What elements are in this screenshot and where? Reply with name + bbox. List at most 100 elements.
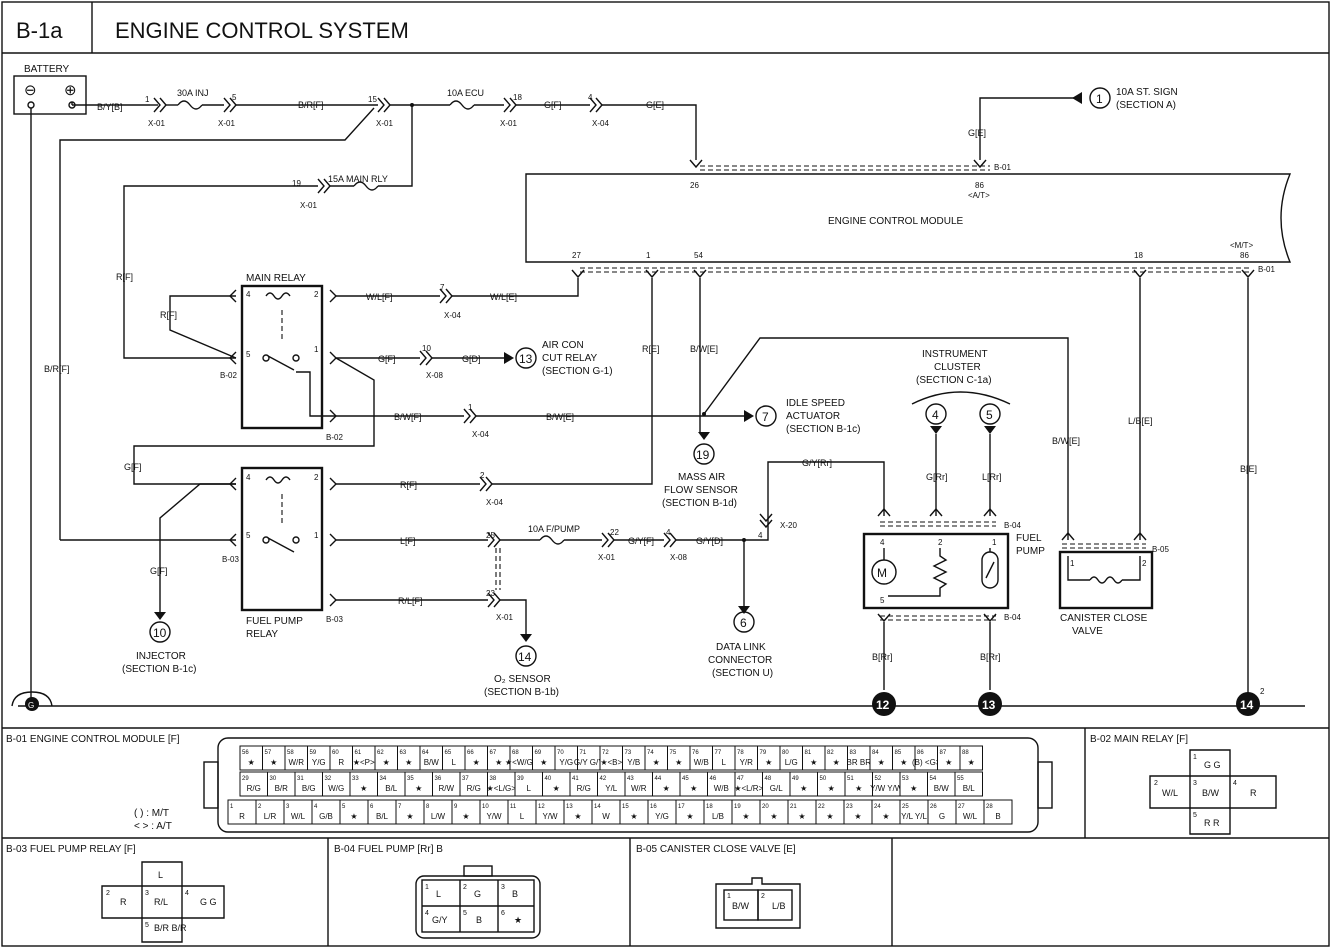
- ecm-pin-color: L/B: [712, 812, 724, 821]
- ref-data-link-connector: [733, 611, 755, 633]
- svg-text:6: 6: [740, 616, 747, 630]
- ecm-pin-color: ★: [540, 758, 547, 767]
- ecm-pin-number: 41: [572, 776, 579, 782]
- battery-label: BATTERY: [24, 64, 70, 75]
- ecm-pin-color: ★: [473, 758, 480, 767]
- svg-text:G: G: [474, 889, 481, 899]
- ecm-pin-color: ★: [248, 758, 255, 767]
- fuse-30a-inj-icon: [177, 100, 203, 110]
- ecm-pin-number: 28: [986, 804, 993, 810]
- ecm-pin-number: 8: [426, 804, 430, 810]
- svg-text:10A F/PUMP: 10A F/PUMP: [528, 524, 580, 534]
- svg-text:AIR CON: AIR CON: [542, 340, 584, 351]
- svg-text:B/R B/R: B/R B/R: [154, 923, 187, 933]
- ecm-pin-color: Y/W: [542, 812, 558, 821]
- ecm-pin-color: L/G: [785, 758, 798, 767]
- ecm-pin-color: ★: [406, 812, 413, 821]
- svg-text:14: 14: [518, 650, 532, 664]
- ecm-pin-number: 72: [602, 750, 609, 756]
- svg-text:10A ECU: 10A ECU: [447, 88, 484, 98]
- ecm-pin-number: 16: [650, 804, 657, 810]
- ecm-pin-number: 20: [762, 804, 769, 810]
- svg-text:B-05: B-05: [1152, 545, 1169, 554]
- ecm-pin-number: 23: [846, 804, 853, 810]
- ecm-pin-number: 57: [265, 750, 272, 756]
- svg-text:10A ST. SIGN: 10A ST. SIGN: [1116, 87, 1178, 98]
- ecm-pin-color: Y/G: [655, 812, 669, 821]
- ref-o2-sensor: [515, 645, 537, 667]
- svg-text:2: 2: [1260, 687, 1265, 696]
- ecm-pin-color: ★: [405, 758, 412, 767]
- ref-cluster-5: [979, 403, 1001, 425]
- svg-text:B-01: B-01: [1258, 265, 1275, 274]
- svg-text:IDLE SPEED: IDLE SPEED: [786, 398, 845, 409]
- svg-text:L/B: L/B: [772, 901, 786, 911]
- svg-text:B/W[E]: B/W[E]: [1052, 436, 1080, 446]
- ecm-pin-number: 32: [325, 776, 332, 782]
- svg-text:7: 7: [762, 410, 769, 424]
- ecm-pin-number: 45: [682, 776, 689, 782]
- ecm-pin-cell: [675, 799, 705, 825]
- svg-text:(SECTION B-1c): (SECTION B-1c): [786, 424, 860, 435]
- ecm-pin-color: ★: [878, 758, 885, 767]
- ecm-pin-cell: [514, 771, 543, 797]
- ecm-pin-color: ★: [945, 758, 952, 767]
- svg-text:MAIN RELAY: MAIN RELAY: [246, 273, 306, 284]
- vehicle-ground-icon: [11, 691, 53, 707]
- ecm-pin-cell: [395, 799, 425, 825]
- ecm-pin-number: 84: [872, 750, 879, 756]
- svg-text:B[Rr]: B[Rr]: [980, 652, 1001, 662]
- ecm-pin-color: ★: [350, 812, 357, 821]
- ecm-pin-number: 12: [538, 804, 545, 810]
- ecm-pin-number: 76: [692, 750, 699, 756]
- svg-text:X-01: X-01: [500, 119, 517, 128]
- svg-text:ACTUATOR: ACTUATOR: [786, 411, 840, 422]
- svg-text:4: 4: [932, 408, 939, 422]
- ecm-pin-number: 65: [445, 750, 452, 756]
- ecm-pin-color: ★: [855, 784, 862, 793]
- ecm-pin-color: ★: [630, 812, 637, 821]
- ecm-pin-number: 5: [342, 804, 346, 810]
- ecm-pin-number: 73: [625, 750, 632, 756]
- svg-text:7: 7: [440, 283, 445, 292]
- ecm-pin-cell: [844, 771, 873, 797]
- ecm-pin-cell: [459, 771, 488, 797]
- svg-text:G/Y[F]: G/Y[F]: [628, 536, 654, 546]
- ecm-pin-color: ★<W/G>: [505, 758, 538, 767]
- ground-13: [978, 692, 1002, 716]
- ecm-pin-number: 29: [242, 776, 249, 782]
- ecm-pin-number: 67: [490, 750, 497, 756]
- ecm-pin-cell: [597, 771, 626, 797]
- ecm-pin-color: R: [338, 758, 344, 767]
- ecm-pin-color: Y/B: [627, 758, 640, 767]
- ecm-pin-color: ★: [854, 812, 861, 821]
- svg-text:L[Rr]: L[Rr]: [982, 472, 1002, 482]
- svg-text:5: 5: [145, 922, 149, 929]
- ecm-pin-color: B/W: [934, 784, 950, 793]
- svg-text:5: 5: [246, 350, 251, 359]
- svg-text:FUEL PUMP: FUEL PUMP: [246, 616, 303, 627]
- svg-text:15A MAIN RLY: 15A MAIN RLY: [328, 174, 388, 184]
- ecm-pin-number: 1: [230, 804, 234, 810]
- svg-text:26: 26: [690, 181, 699, 190]
- ecm-pin-color: ★: [910, 784, 917, 793]
- svg-text:L[F]: L[F]: [400, 536, 416, 546]
- ecm-pin-number: 9: [454, 804, 458, 810]
- ecm-pin-cell: [479, 799, 509, 825]
- svg-text:G G: G G: [1204, 760, 1221, 770]
- svg-text:X-01: X-01: [496, 613, 513, 622]
- ecm-pin-number: 39: [517, 776, 524, 782]
- ecm-pin-number: 21: [790, 804, 797, 810]
- ecm-pin-number: 38: [490, 776, 497, 782]
- svg-text:B-01: B-01: [994, 163, 1011, 172]
- ecm-pin-color: B/R: [275, 784, 289, 793]
- svg-text:RELAY: RELAY: [246, 629, 278, 640]
- ecm-pin-cell: [647, 799, 677, 825]
- ecm-pin-color: ★<P>: [353, 758, 375, 767]
- ecm-pin-color: Y/L Y/L: [901, 812, 927, 821]
- svg-text:< > : A/T: < > : A/T: [134, 821, 172, 832]
- svg-text:G[F]: G[F]: [378, 354, 396, 364]
- svg-text:M: M: [877, 566, 887, 580]
- ecm-pin-color: (B) <G>: [912, 758, 941, 767]
- ecm-pin-cell: [927, 771, 956, 797]
